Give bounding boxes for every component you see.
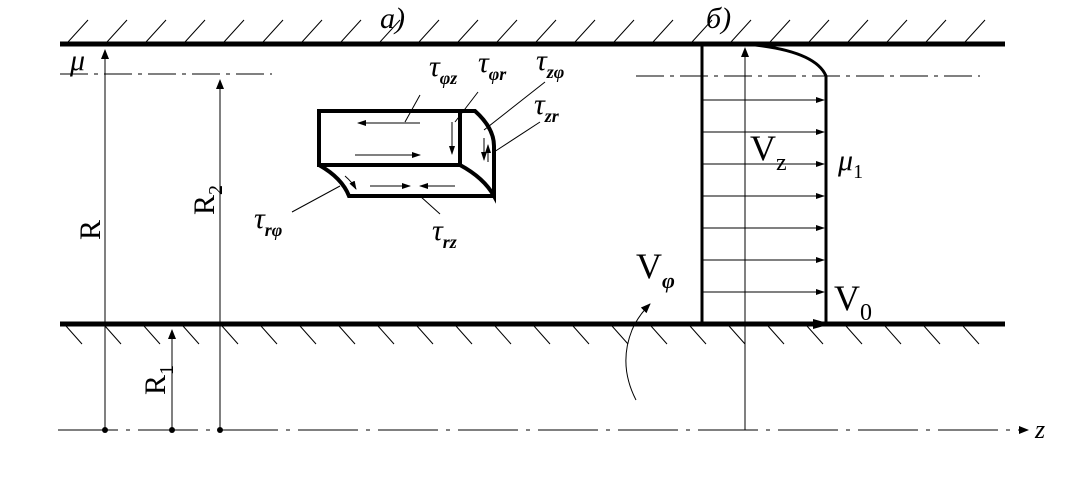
mu-label: μ (69, 44, 85, 77)
hatch-stroke (496, 19, 518, 43)
profile-curve (744, 42, 828, 322)
tau-zphi-label: τzφ (536, 44, 564, 82)
hatch-stroke (923, 325, 941, 345)
hatch-stroke (143, 325, 161, 345)
v0-label: V0 (834, 278, 872, 326)
element-bottom-face (318, 163, 494, 198)
hatch-stroke (964, 19, 986, 43)
z-axis-label: z (1034, 415, 1045, 444)
velocity-profile (700, 42, 831, 329)
hatch-stroke (377, 325, 395, 345)
hatch-stroke (611, 325, 629, 345)
hatch-stroke (572, 325, 590, 345)
hatch-stroke (689, 325, 707, 345)
hatch-stroke (104, 325, 122, 345)
hatch-stroke (182, 325, 200, 345)
fluid-element (291, 81, 546, 215)
hatch-stroke (730, 19, 752, 43)
element-front-face (317, 109, 462, 167)
hatch-stroke (221, 325, 239, 345)
hatch-stroke (379, 19, 401, 43)
hatch-stroke (494, 325, 512, 345)
svg-text:R1: R1 (139, 365, 178, 395)
tau-rz-label: τrz (432, 214, 457, 252)
hatch-stroke (260, 325, 278, 345)
r2-label: R2 (188, 185, 227, 215)
hatch-stroke (886, 19, 908, 43)
hatch-stroke (962, 325, 980, 345)
hatch-stroke (106, 19, 128, 43)
tau-rphi-label: τrφ (254, 202, 282, 240)
hatch-stroke (299, 325, 317, 345)
r1-label: R1 (139, 365, 178, 395)
hatch-stroke (652, 19, 674, 43)
tau-zr-label: τzr (534, 88, 560, 126)
vphi-label: Vφ (636, 246, 675, 293)
hatch-stroke (535, 19, 557, 43)
hatch-stroke (767, 325, 785, 345)
tau-phir-label: τφr (478, 46, 507, 84)
hatch-stroke (613, 19, 635, 43)
hatch-stroke (455, 325, 473, 345)
hatch-stroke (340, 19, 362, 43)
rotation-arrow (625, 303, 651, 401)
hatch-stroke (457, 19, 479, 43)
element-right-face (459, 109, 496, 204)
hatch-stroke (65, 325, 83, 345)
r-label: R (74, 220, 107, 240)
radius-dimensions (101, 47, 749, 430)
part-a-label: а) (380, 2, 405, 35)
hatch-stroke (533, 325, 551, 345)
axis-dots (102, 427, 223, 433)
top-wall-hatching (67, 19, 986, 43)
hatch-stroke (845, 325, 863, 345)
hatch-stroke (145, 19, 167, 43)
hatch-stroke (691, 19, 713, 43)
hatch-stroke (416, 325, 434, 345)
hatch-stroke (67, 19, 89, 43)
hatch-stroke (884, 325, 902, 345)
hatch-stroke (301, 19, 323, 43)
hatch-stroke (769, 19, 791, 43)
svg-text:R2: R2 (188, 185, 227, 215)
hatch-stroke (338, 325, 356, 345)
hatch-stroke (574, 19, 596, 43)
hatch-stroke (184, 19, 206, 43)
hatch-stroke (418, 19, 440, 43)
tau-phiz-label: τφz (429, 50, 457, 88)
hatch-stroke (728, 325, 746, 345)
bottom-wall-hatching (65, 325, 980, 345)
hatch-stroke (847, 19, 869, 43)
hatch-stroke (223, 19, 245, 43)
hatch-stroke (925, 19, 947, 43)
hatch-stroke (808, 19, 830, 43)
vz-label: Vz (750, 128, 787, 176)
part-b-label: б) (706, 2, 731, 35)
hatch-stroke (806, 325, 824, 345)
mu1-label: μ1 (837, 144, 863, 183)
hatch-stroke (262, 19, 284, 43)
hatch-stroke (650, 325, 668, 345)
